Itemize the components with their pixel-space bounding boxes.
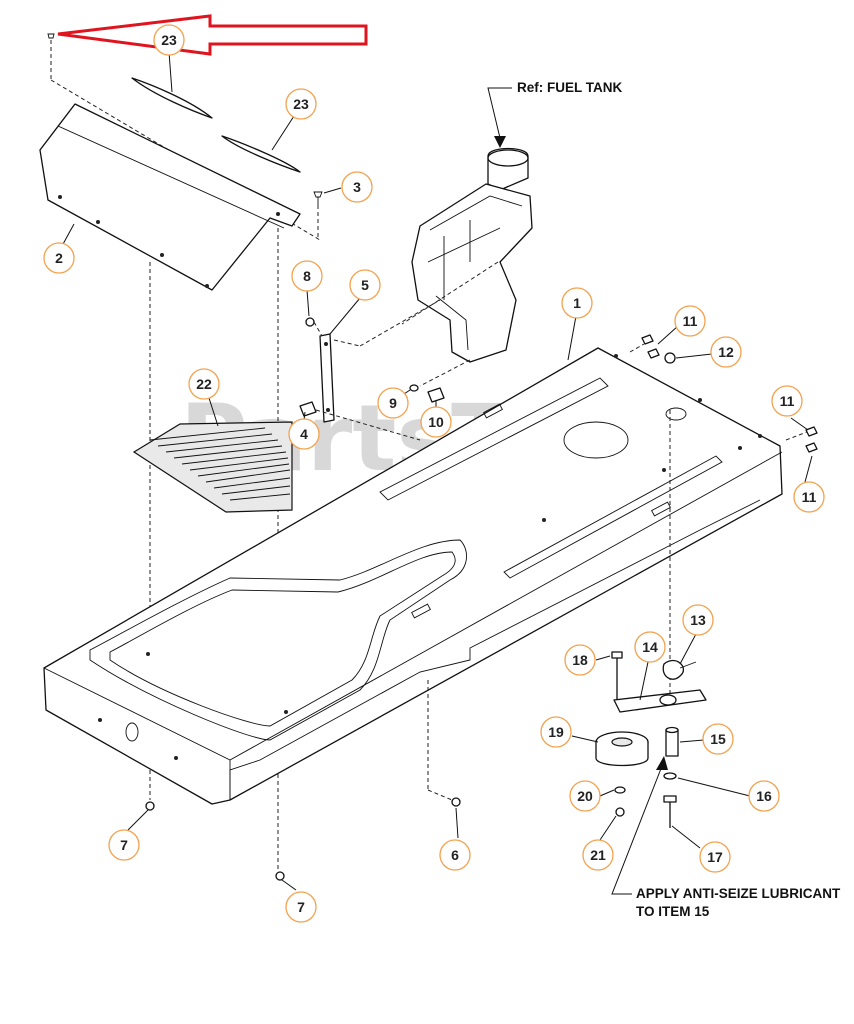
callout-11c-number: 11 (802, 489, 817, 505)
callout-10: 10 (420, 406, 452, 438)
callout-11a: 11 (674, 305, 706, 337)
callout-20-number: 20 (577, 788, 593, 804)
pulley-19-part (595, 731, 649, 767)
callout-3-number: 3 (353, 179, 361, 195)
callout-3: 3 (341, 171, 373, 203)
bolts-11b-part (805, 426, 818, 453)
bracket-5-part (319, 299, 441, 423)
callout-2-number: 2 (55, 250, 63, 266)
callout-15: 15 (702, 723, 734, 755)
callout-14-number: 14 (642, 639, 658, 655)
callout-7a-number: 7 (120, 837, 128, 853)
callout-12: 12 (710, 336, 742, 368)
fuel-tank-ref-label: Ref: FUEL TANK (517, 80, 622, 95)
callout-13-number: 13 (690, 612, 706, 628)
strip-23a-part (131, 77, 213, 119)
callout-7a: 7 (108, 829, 140, 861)
cover-shield-part (39, 103, 301, 291)
bolt-10-part (427, 387, 445, 403)
callout-4: 4 (288, 418, 320, 450)
callout-23b-number: 23 (293, 96, 309, 112)
callout-19: 19 (540, 716, 572, 748)
callout-11c: 11 (793, 481, 825, 513)
nut-7a-part (145, 801, 155, 811)
callout-7b-number: 7 (297, 899, 305, 915)
callout-12-number: 12 (718, 344, 734, 360)
callout-6-number: 6 (451, 847, 459, 863)
callout-1: 1 (561, 287, 593, 319)
spring-13-part (662, 659, 697, 680)
callout-8-number: 8 (303, 268, 311, 284)
nut-7b-part (275, 871, 285, 881)
callout-6: 6 (439, 839, 471, 871)
callout-17: 17 (699, 841, 731, 873)
bolts-11a-part (629, 334, 660, 359)
washer-16-part (663, 772, 677, 780)
nut-8-part (305, 317, 323, 337)
callout-23b: 23 (285, 88, 317, 120)
callout-4-number: 4 (300, 426, 308, 442)
lubricant-note-line2: TO ITEM 15 (636, 904, 710, 919)
callout-5-number: 5 (361, 277, 369, 293)
callout-15-number: 15 (710, 731, 726, 747)
callout-9-number: 9 (389, 395, 397, 411)
callout-leaders (61, 51, 813, 891)
bolt-17-part (663, 795, 677, 828)
washer-9-part (409, 384, 419, 392)
callout-2: 2 (43, 242, 75, 274)
washer-20-part (614, 786, 626, 794)
bolt-18-part (611, 651, 623, 700)
fuel-tank-part (401, 147, 533, 387)
strip-23b-part (221, 135, 301, 173)
main-frame-part (43, 347, 783, 805)
callout-20: 20 (569, 780, 601, 812)
callout-23a-number: 23 (161, 32, 177, 48)
callout-16: 16 (748, 780, 780, 812)
nut-6-part (451, 797, 461, 807)
callout-21-number: 21 (590, 847, 606, 863)
callout-21: 21 (582, 839, 614, 871)
idler-arm-14-part (613, 689, 707, 713)
callout-22: 22 (188, 368, 220, 400)
callout-23a: 23 (153, 24, 185, 56)
callout-10-number: 10 (428, 414, 444, 430)
red-arrow-icon (57, 14, 368, 56)
callout-19-number: 19 (548, 724, 564, 740)
nut-21-part (615, 807, 625, 817)
callout-14: 14 (634, 631, 666, 663)
spacer-15-part (665, 726, 679, 757)
callout-11b: 11 (771, 385, 803, 417)
callout-13: 13 (682, 604, 714, 636)
nut-12-part (664, 352, 676, 364)
floor-mat-part (132, 421, 293, 513)
bolt-4-part (299, 401, 421, 441)
callout-8: 8 (291, 260, 323, 292)
callout-18: 18 (564, 644, 596, 676)
callout-7b: 7 (285, 891, 317, 923)
callout-5: 5 (349, 269, 381, 301)
lubricant-note-line1: APPLY ANTI-SEIZE LUBRICANT (636, 886, 841, 901)
screw-3-part (313, 191, 323, 240)
callout-22-number: 22 (196, 376, 212, 392)
callout-9: 9 (377, 387, 409, 419)
callout-16-number: 16 (756, 788, 772, 804)
callout-11a-number: 11 (683, 313, 698, 329)
callout-18-number: 18 (572, 652, 588, 668)
callout-17-number: 17 (707, 849, 723, 865)
callout-1-number: 1 (573, 295, 581, 311)
callout-11b-number: 11 (780, 393, 795, 409)
